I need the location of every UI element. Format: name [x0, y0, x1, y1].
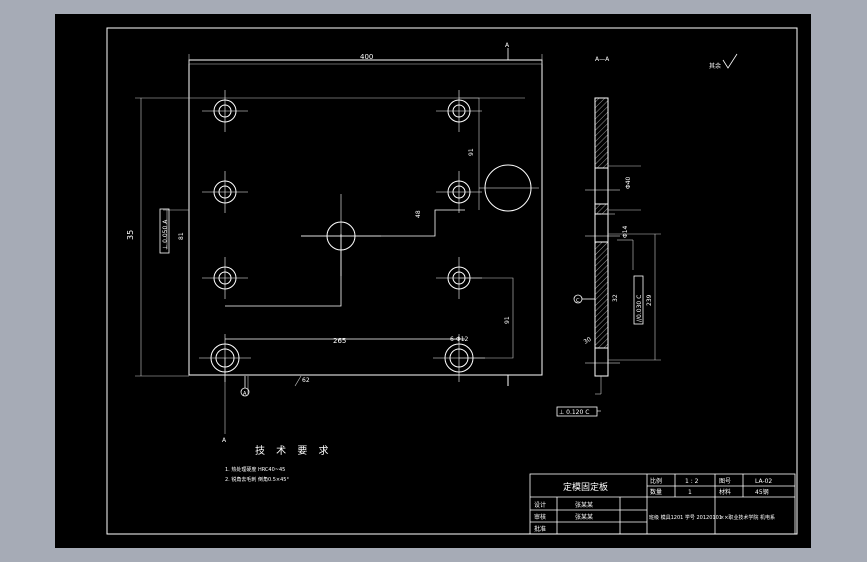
dim-91b: 91 [504, 316, 511, 324]
class-info: 班级 模具1201 学号 20120101 [649, 514, 722, 521]
holes-group [199, 90, 485, 382]
section-mark-top: A [505, 42, 510, 49]
tech-item-2: 2. 锐角去毛刺 倒角0.5×45° [225, 476, 289, 483]
title-block [529, 473, 796, 535]
section-label: A—A [595, 56, 610, 63]
approve-label: 批准 [534, 525, 546, 533]
mounting-hole-2 [436, 90, 482, 132]
svg-text:其余: 其余 [709, 62, 721, 70]
scale-value: 1 : 2 [685, 478, 699, 485]
part-name: 定模固定板 [563, 481, 608, 493]
dim-t2: 62 [302, 377, 310, 384]
plan-view [135, 48, 543, 434]
checker-name: 张某某 [575, 513, 593, 521]
dim-265: 265 [333, 337, 346, 345]
drawing-no: LA-02 [755, 478, 772, 485]
roughness-symbol: 其余 [709, 53, 738, 70]
datum-c-label: C [576, 298, 580, 304]
svg-text:⊥ 0.120 C: ⊥ 0.120 C [559, 409, 589, 416]
datum-a [240, 376, 250, 397]
material-value: 45钢 [755, 488, 769, 496]
school-name: ××职业技术学院 机电系 [720, 514, 775, 521]
inner-border [106, 27, 798, 535]
dim-32: 32 [612, 294, 619, 302]
cad-drawing: 400 35 265 6-Φ12 91 91 48 81 62 A A A ⊥ … [106, 27, 798, 535]
drawing-no-label: 图号 [719, 478, 731, 485]
qty-label: 数量 [650, 488, 662, 496]
dim-holes: 6-Φ12 [450, 336, 469, 343]
mounting-hole-7 [199, 334, 251, 382]
dim-48: 48 [415, 210, 422, 218]
mounting-hole-3 [202, 171, 248, 213]
mounting-hole-8 [433, 334, 485, 382]
datum-c [573, 294, 595, 304]
scale-label: 比例 [650, 477, 662, 485]
mounting-hole-1 [202, 90, 248, 132]
material-label: 材料 [719, 488, 731, 496]
mounting-hole-6 [436, 257, 482, 299]
dim-height: 35 [126, 230, 135, 240]
tolerance-frame-right: //0.030 C [633, 275, 644, 325]
datum-a-label: A [243, 391, 247, 397]
dim-81: 81 [178, 232, 185, 240]
svg-text:⊥ 0.050 A: ⊥ 0.050 A [162, 219, 169, 250]
tech-title: 技 术 要 求 [255, 444, 333, 457]
drawing-sheet: 400 35 265 6-Φ12 91 91 48 81 62 A A A ⊥ … [55, 14, 811, 548]
tech-requirements: 技 术 要 求 1. 热处理硬度 HRC40~45 2. 锐角去毛刺 倒角0.5… [225, 444, 333, 483]
mounting-hole-4 [436, 171, 482, 213]
plate-outline [188, 59, 543, 376]
designer-label: 设计 [534, 501, 546, 509]
dim-91a: 91 [468, 148, 475, 156]
dim-400: 400 [360, 53, 373, 61]
tolerance-frame-bottom: ⊥ 0.120 C [556, 406, 601, 417]
dim-s1: Φ40 [625, 176, 632, 189]
dim-s2: Φ14 [622, 225, 629, 238]
tolerance-frame-left: ⊥ 0.050 A [159, 208, 170, 254]
designer-name: 张某某 [575, 501, 593, 509]
mounting-hole-5 [202, 257, 248, 299]
dim-239: 239 [646, 294, 653, 306]
checker-label: 审核 [534, 513, 546, 521]
section-mark-bottom: A [222, 437, 227, 444]
svg-text://0.030 C: //0.030 C [636, 295, 643, 322]
dim-bottom: 30 [583, 336, 593, 346]
qty-value: 1 [688, 489, 692, 496]
tech-item-1: 1. 热处理硬度 HRC40~45 [225, 466, 285, 473]
section-view [585, 97, 661, 395]
